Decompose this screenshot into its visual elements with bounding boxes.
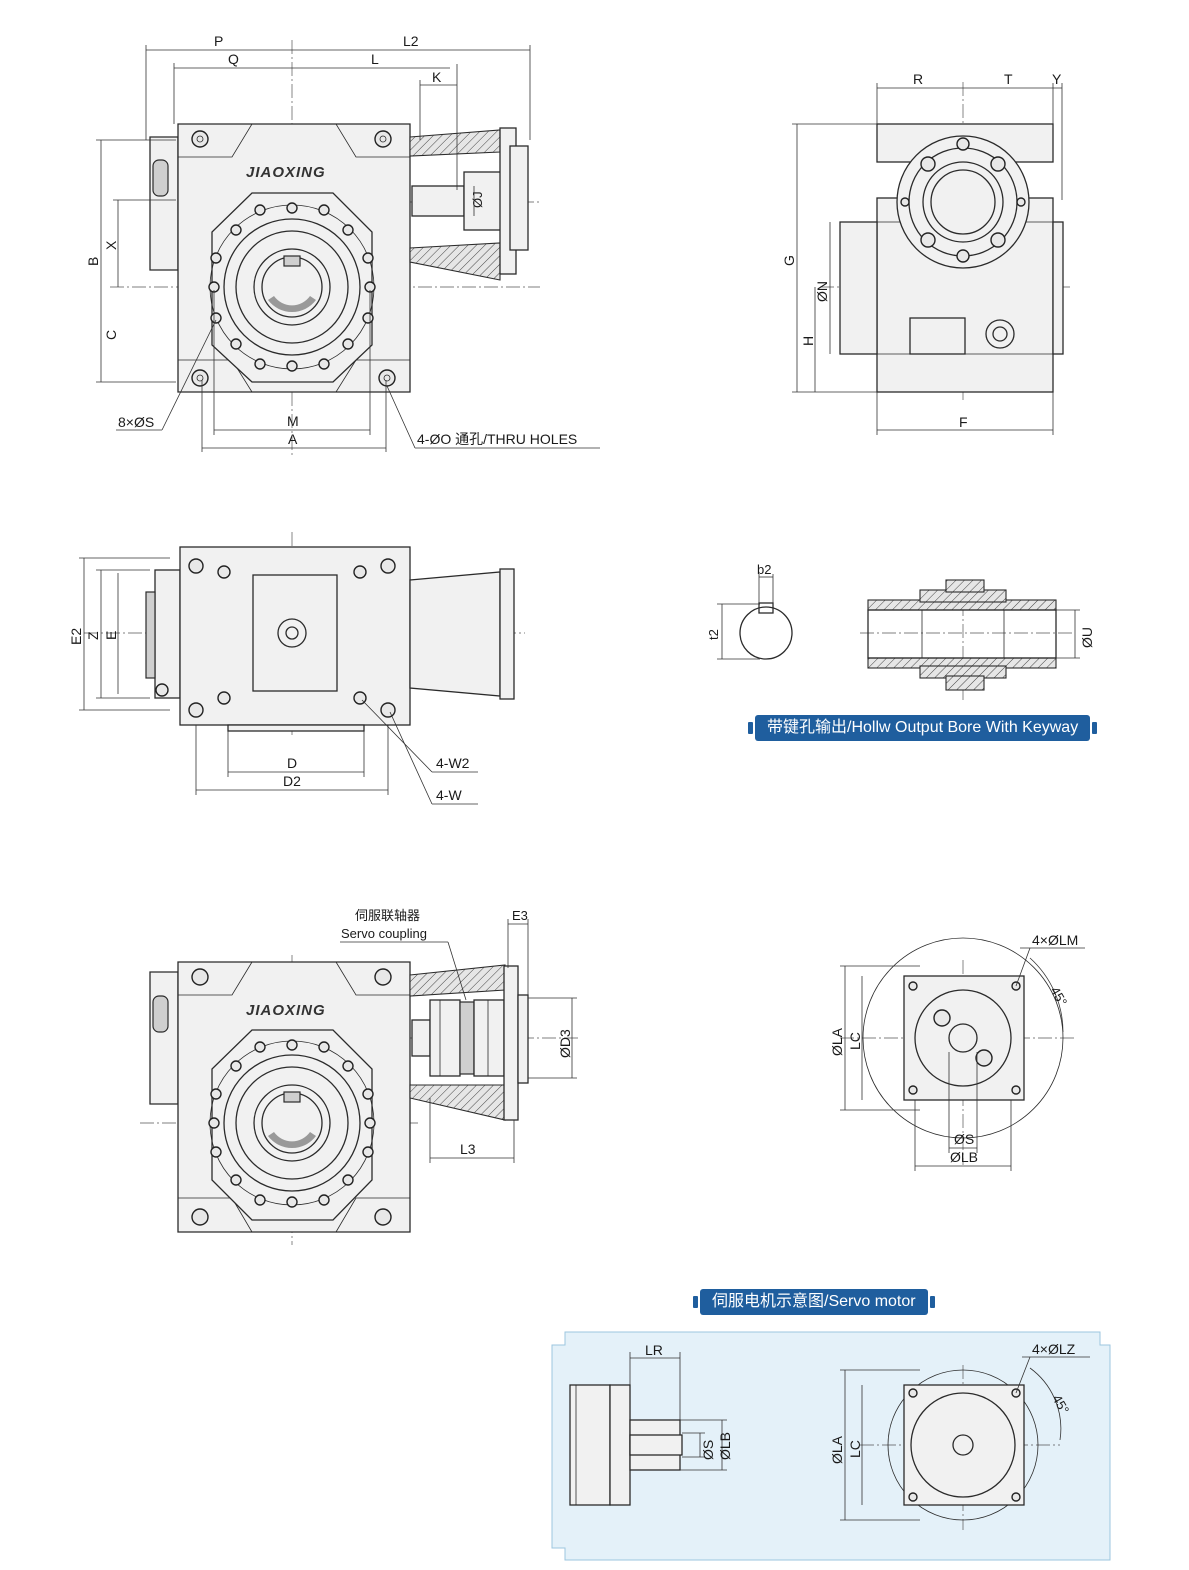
- dim-t2: t2: [706, 629, 721, 640]
- dim-N: ØN: [814, 281, 830, 302]
- bolt-circle-top: [208, 202, 376, 372]
- dim-E: E: [103, 631, 119, 640]
- keyway-banner: 带键孔输出/Hollw Output Bore With Keyway: [747, 715, 1098, 741]
- dim-LB-flange: ØLB: [950, 1149, 978, 1165]
- dim-K: K: [432, 69, 442, 85]
- flange-view: 4×ØLM 45° ØLA LC ØS ØLB: [829, 932, 1085, 1171]
- dim-L2: L2: [403, 33, 419, 49]
- dim-C: C: [103, 330, 119, 340]
- dim-H: H: [800, 336, 816, 346]
- dim-LC: LC: [847, 1032, 863, 1050]
- servo-coupling-cn: 伺服联轴器: [355, 908, 420, 923]
- dim-4-W: 4-W: [436, 787, 462, 803]
- dim-S-motor: ØS: [700, 1440, 716, 1460]
- dim-D3: ØD3: [557, 1029, 573, 1058]
- dim-U: ØU: [1079, 627, 1095, 648]
- dim-R: R: [913, 71, 923, 87]
- dim-b2: b2: [757, 562, 771, 577]
- brand-logo-bottom: JIAOXING: [246, 1002, 326, 1019]
- dim-G: G: [781, 255, 797, 266]
- servo-motor-panel: LR ØS ØLB 4×ØLZ 45° ØLA LC: [551, 1331, 1111, 1561]
- dim-4-LM: 4×ØLM: [1032, 932, 1078, 948]
- dim-Q: Q: [228, 51, 239, 67]
- dim-A: A: [288, 431, 298, 447]
- keyway-detail: b2 t2 ØU: [706, 562, 1095, 700]
- dim-D: D: [287, 755, 297, 771]
- dim-LR: LR: [645, 1342, 663, 1358]
- dim-E2: E2: [68, 628, 84, 645]
- dim-LA-motor: ØLA: [829, 1435, 845, 1464]
- dim-S-flange: ØS: [954, 1131, 974, 1147]
- servo-motor-banner: 伺服电机示意图/Servo motor: [693, 1289, 935, 1315]
- dim-8S: 8×ØS: [118, 414, 154, 430]
- dim-LA: ØLA: [829, 1027, 845, 1056]
- dim-LC-motor: LC: [847, 1440, 863, 1458]
- bottom-view-mid: E2 Z E D D2 4-W2 4-W: [68, 532, 525, 805]
- dim-X: X: [103, 240, 119, 250]
- bolt-circle-bottom: [208, 1039, 376, 1208]
- dim-45-flange: 45°: [1047, 984, 1070, 1009]
- dim-F: F: [959, 414, 968, 430]
- servo-coupling-en: Servo coupling: [341, 926, 427, 941]
- front-view-coupling: JIAOXING E3 ØD3 L3 伺服联轴器 Servo coupling: [140, 908, 580, 1245]
- dim-P: P: [214, 33, 223, 49]
- side-view-top-right: R T Y G ØN H F: [781, 71, 1070, 435]
- dim-L: L: [371, 51, 379, 67]
- dim-D2: D2: [283, 773, 301, 789]
- thru-holes-note: 4-ØO 通孔/THRU HOLES: [417, 431, 577, 447]
- dim-Y: Y: [1052, 71, 1062, 87]
- dim-E3: E3: [512, 908, 528, 923]
- dim-Z: Z: [85, 631, 101, 640]
- dim-J: ØJ: [470, 191, 485, 208]
- dim-L3: L3: [460, 1141, 476, 1157]
- dim-M: M: [287, 413, 299, 429]
- dim-4-LZ: 4×ØLZ: [1032, 1341, 1076, 1357]
- dim-4-W2: 4-W2: [436, 755, 470, 771]
- dim-B: B: [85, 257, 101, 266]
- dim-LB-motor: ØLB: [717, 1432, 733, 1460]
- dim-T: T: [1004, 71, 1013, 87]
- brand-logo-top: JIAOXING: [246, 164, 326, 181]
- front-view-top: JIAOXING P L2 Q L K ØJ B X C M A: [85, 33, 600, 455]
